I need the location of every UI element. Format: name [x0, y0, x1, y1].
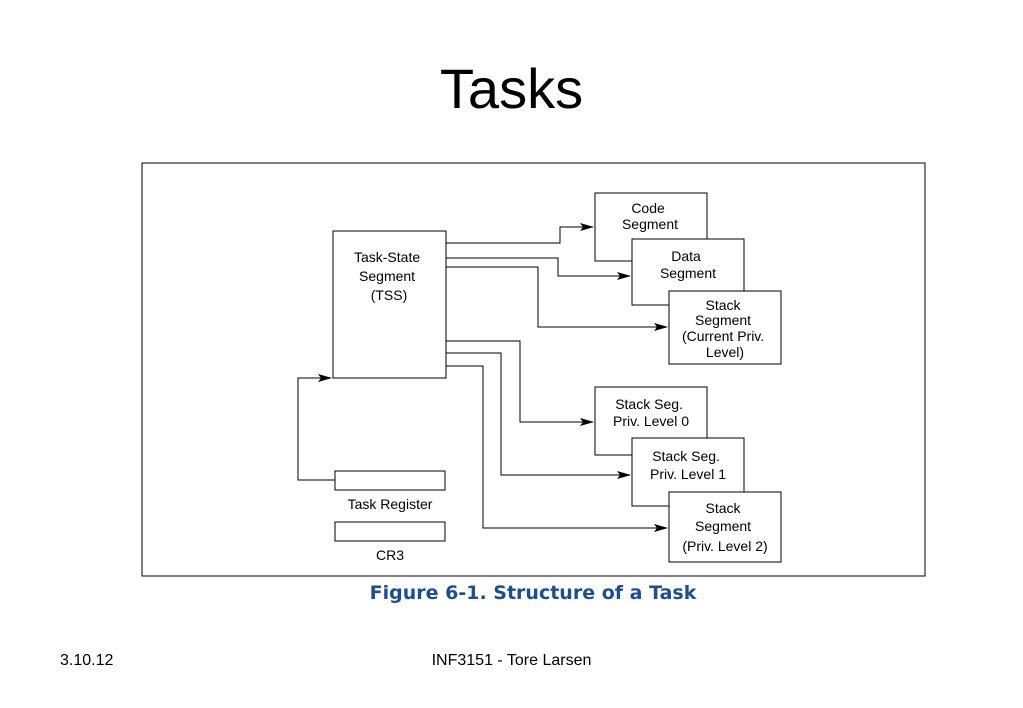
tss-label-line: (TSS) — [371, 287, 408, 303]
slide-title: Tasks — [439, 57, 584, 120]
task-register-box — [334, 470, 446, 491]
stack-segment-current-label-line: Level) — [706, 344, 744, 360]
stack-segment-2-label-line: (Priv. Level 2) — [682, 538, 767, 554]
stack-seg-0-label-line: Priv. Level 0 — [613, 413, 689, 429]
stack-seg-1-label-line: Stack Seg. — [652, 448, 720, 464]
code-segment-label-line: Segment — [622, 216, 678, 232]
data-segment-label-line: Segment — [660, 265, 716, 281]
arrow-tss-to-stack-2 — [446, 365, 668, 532]
arrow-tss-to-stack-1 — [446, 352, 631, 479]
tss-label-line: Task-State — [354, 249, 420, 265]
stack-segment-current-box — [668, 290, 782, 365]
arrow-tss-to-code — [446, 223, 594, 244]
stack-segment-2-label-line: Stack — [706, 500, 742, 516]
arrow-tss-to-stack-current — [446, 266, 668, 331]
data-segment-label: Data Segment — [660, 248, 716, 281]
footer-date: 3.10.12 — [60, 652, 114, 669]
cr3-label: CR3 — [376, 547, 404, 563]
stack-segment-current-label-line: Segment — [695, 312, 751, 328]
footer-course: INF3151 - Tore Larsen — [431, 652, 592, 669]
data-segment-label-line: Data — [671, 248, 701, 264]
stack-segment-current-label: Stack Segment (Current Priv. Level) — [682, 297, 768, 360]
stack-segment-current-label-line: (Current Priv. — [682, 328, 764, 344]
stack-segment-current-label-line: Stack — [706, 297, 742, 313]
arrow-tss-to-stack-0 — [446, 340, 594, 426]
code-segment-label: Code Segment — [622, 200, 678, 232]
tss-label-line: Segment — [359, 268, 415, 284]
stack-seg-1-label: Stack Seg. Priv. Level 1 — [650, 448, 726, 482]
cr3-box — [334, 521, 446, 542]
tss-label: Task-State Segment (TSS) — [354, 249, 424, 303]
task-register-label: Task Register — [348, 496, 433, 512]
tss-box — [332, 230, 447, 379]
arrow-tss-to-data — [446, 257, 631, 280]
stack-seg-1-label-line: Priv. Level 1 — [650, 466, 726, 482]
arrow-task-register-to-tss — [297, 374, 335, 481]
figure-caption: Figure 6-1. Structure of a Task — [369, 582, 697, 604]
stack-segment-2-label: Stack Segment (Priv. Level 2) — [682, 500, 767, 554]
stack-segment-2-box — [668, 491, 782, 563]
stack-seg-0-label: Stack Seg. Priv. Level 0 — [613, 396, 689, 429]
stack-segment-2-label-line: Segment — [695, 518, 751, 534]
stack-seg-0-label-line: Stack Seg. — [615, 396, 683, 412]
figure-frame — [141, 162, 926, 577]
code-segment-label-line: Code — [631, 200, 665, 216]
